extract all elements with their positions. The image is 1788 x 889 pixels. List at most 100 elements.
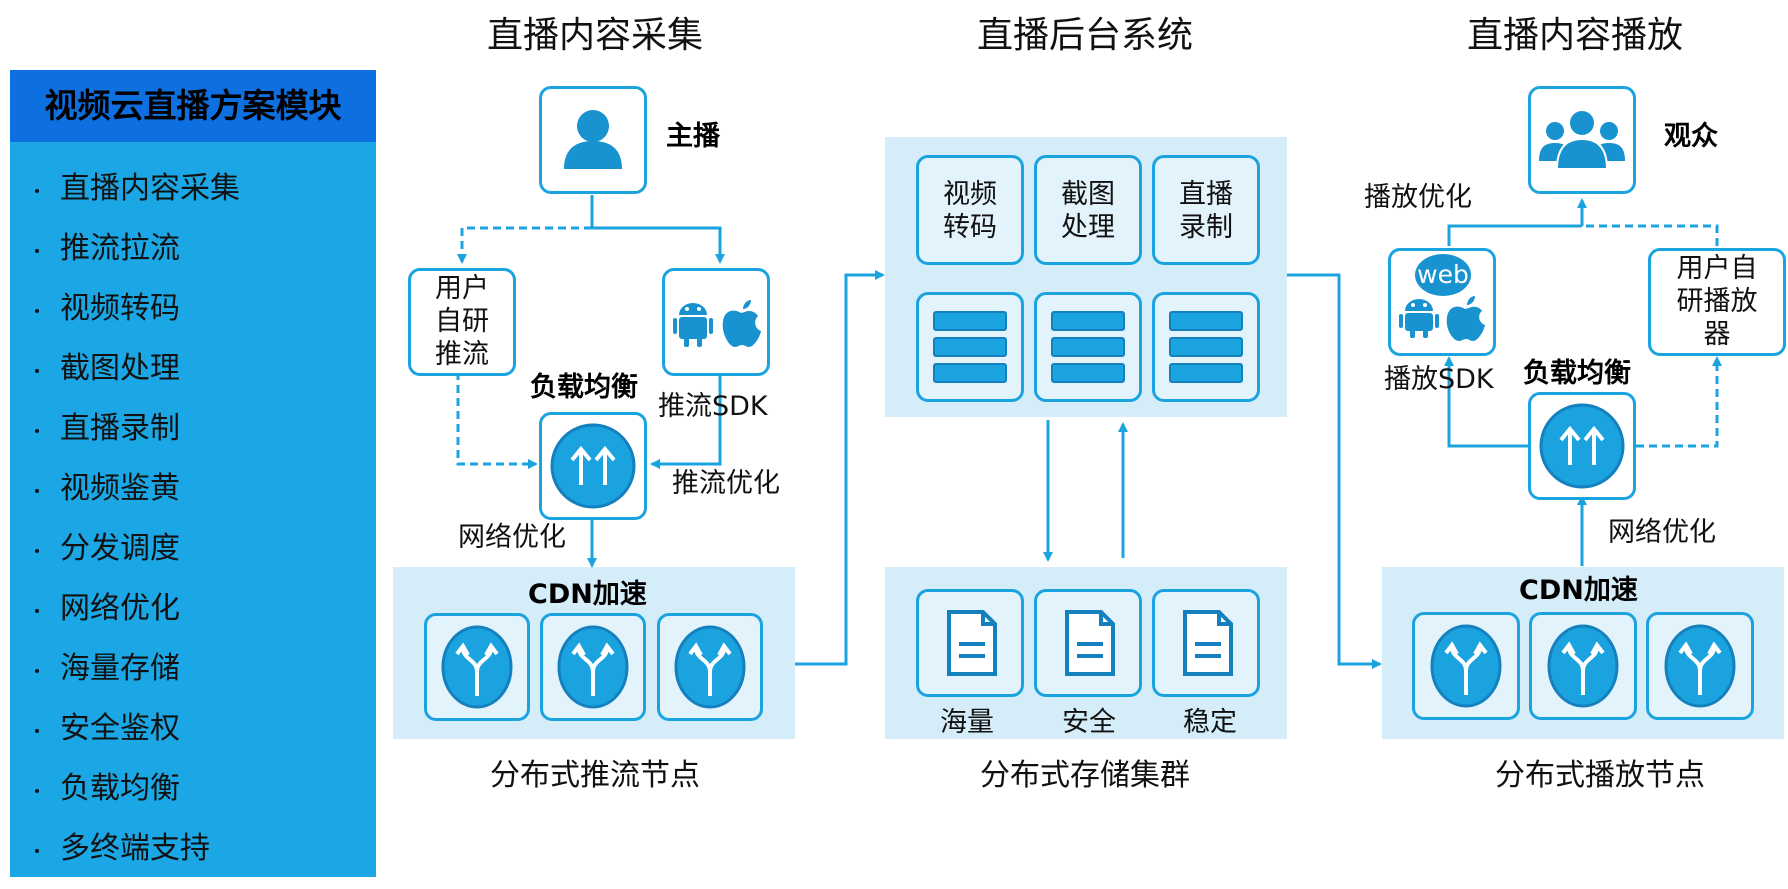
module-line-2: 录制 bbox=[1179, 212, 1233, 243]
user-push-line-3: 推流 bbox=[435, 339, 489, 370]
split-arrow-icon bbox=[557, 625, 629, 709]
sidebar-item: 直播录制 bbox=[10, 409, 376, 449]
sidebar-item: 视频鉴黄 bbox=[10, 469, 376, 509]
cdn-label: CDN加速 bbox=[528, 579, 647, 610]
android-icon bbox=[673, 303, 713, 347]
sidebar-item: 多终端支持 bbox=[10, 829, 376, 869]
split-arrow-icon bbox=[674, 625, 746, 709]
push-sdk-label: 推流SDK bbox=[658, 391, 768, 422]
audience-box bbox=[1528, 86, 1636, 194]
user-player-line-1: 用户自 bbox=[1676, 253, 1758, 284]
server-icon bbox=[1051, 311, 1125, 383]
audience-label: 观众 bbox=[1664, 121, 1718, 152]
play-opt-label: 播放优化 bbox=[1364, 182, 1472, 213]
anchor-box bbox=[539, 86, 647, 194]
user-player-box: 用户自 研播放 器 bbox=[1648, 248, 1786, 356]
backend-title: 直播后台系统 bbox=[976, 15, 1193, 56]
sidebar: 直播内容采集 推流拉流 视频转码 截图处理 直播录制 视频鉴黄 分发调度 网络优… bbox=[10, 142, 376, 877]
server-box bbox=[916, 292, 1024, 402]
cdn-node bbox=[424, 613, 530, 721]
web-badge-icon bbox=[1415, 254, 1471, 296]
audience-icon bbox=[1539, 109, 1625, 170]
sidebar-item-label: 视频转码 bbox=[60, 291, 180, 326]
sidebar-item-label: 直播录制 bbox=[60, 411, 180, 446]
split-arrow-icon bbox=[441, 625, 513, 709]
playback-title: 直播内容播放 bbox=[1466, 15, 1683, 56]
bullet bbox=[35, 549, 39, 553]
transcode-box: 视频 转码 bbox=[916, 155, 1024, 265]
user-push-line-1: 用户 bbox=[435, 273, 489, 304]
collect-title: 直播内容采集 bbox=[486, 15, 703, 56]
server-icon bbox=[1169, 311, 1243, 383]
split-arrow-icon bbox=[1664, 624, 1736, 708]
storage-node bbox=[916, 589, 1024, 697]
push-caption: 分布式推流节点 bbox=[490, 758, 700, 793]
server-box bbox=[1034, 292, 1142, 402]
module-line-2: 转码 bbox=[943, 212, 997, 243]
document-icon bbox=[1183, 610, 1233, 676]
web-label: web bbox=[1417, 260, 1469, 289]
sidebar-item: 推流拉流 bbox=[10, 229, 376, 269]
sidebar-item-label: 截图处理 bbox=[60, 351, 180, 386]
document-icon bbox=[1065, 610, 1115, 676]
sidebar-item: 安全鉴权 bbox=[10, 709, 376, 749]
sidebar-item: 负载均衡 bbox=[10, 769, 376, 809]
user-player-line-2: 研播放 bbox=[1676, 286, 1758, 317]
record-box: 直播 录制 bbox=[1152, 155, 1260, 265]
play-cdn-node bbox=[1529, 612, 1637, 720]
server-icon bbox=[933, 311, 1007, 383]
user-icon bbox=[564, 110, 622, 169]
sidebar-item-label: 海量存储 bbox=[60, 651, 180, 686]
net-opt-label: 网络优化 bbox=[458, 522, 566, 553]
storage-node bbox=[1034, 589, 1142, 697]
bullet bbox=[35, 369, 39, 373]
play-caption: 分布式播放节点 bbox=[1495, 758, 1705, 793]
sidebar-item-label: 分发调度 bbox=[60, 531, 180, 566]
bullet bbox=[35, 609, 39, 613]
play-cdn-node bbox=[1646, 612, 1754, 720]
storage-label-massive: 海量 bbox=[940, 707, 994, 738]
sidebar-item: 截图处理 bbox=[10, 349, 376, 389]
module-line-2: 处理 bbox=[1061, 212, 1115, 243]
storage-caption: 分布式存储集群 bbox=[980, 758, 1190, 793]
sidebar-item-label: 安全鉴权 bbox=[60, 711, 180, 746]
play-load-balancer-box bbox=[1528, 392, 1636, 500]
user-push-line-2: 自研 bbox=[435, 306, 489, 337]
bullet bbox=[35, 789, 39, 793]
sidebar-item-label: 负载均衡 bbox=[60, 771, 180, 806]
sidebar-item: 视频转码 bbox=[10, 289, 376, 329]
bullet bbox=[35, 249, 39, 253]
sidebar-item-label: 多终端支持 bbox=[60, 831, 210, 866]
load-balancer-box bbox=[539, 412, 647, 520]
sidebar-item-label: 直播内容采集 bbox=[60, 171, 240, 206]
bullet bbox=[35, 429, 39, 433]
cdn-node bbox=[540, 613, 646, 721]
sidebar-item: 分发调度 bbox=[10, 529, 376, 569]
storage-label-stable: 稳定 bbox=[1183, 707, 1237, 738]
user-player-line-3: 器 bbox=[1703, 319, 1731, 350]
play-load-balance-label: 负载均衡 bbox=[1523, 358, 1631, 389]
play-sdk-label: 播放SDK bbox=[1384, 364, 1494, 395]
apple-icon bbox=[1446, 296, 1485, 341]
play-cdn-node bbox=[1412, 612, 1520, 720]
cdn-node bbox=[657, 613, 763, 721]
sidebar-title: 视频云直播方案模块 bbox=[10, 70, 376, 142]
user-push-box: 用户 自研 推流 bbox=[408, 268, 516, 376]
server-box bbox=[1152, 292, 1260, 402]
load-balance-icon bbox=[1539, 403, 1625, 489]
sidebar-item-label: 推流拉流 bbox=[60, 231, 180, 266]
android-icon bbox=[1399, 299, 1439, 338]
document-icon bbox=[947, 610, 997, 676]
play-net-opt-label: 网络优化 bbox=[1608, 517, 1716, 548]
snapshot-box: 截图 处理 bbox=[1034, 155, 1142, 265]
sidebar-item: 直播内容采集 bbox=[10, 169, 376, 209]
apple-icon bbox=[722, 300, 761, 347]
bullet bbox=[35, 669, 39, 673]
bullet bbox=[35, 729, 39, 733]
bullet bbox=[35, 489, 39, 493]
push-sdk-box bbox=[662, 268, 770, 376]
sidebar-item: 网络优化 bbox=[10, 589, 376, 629]
sidebar-item-label: 网络优化 bbox=[60, 591, 180, 626]
module-line-1: 截图 bbox=[1061, 179, 1115, 210]
